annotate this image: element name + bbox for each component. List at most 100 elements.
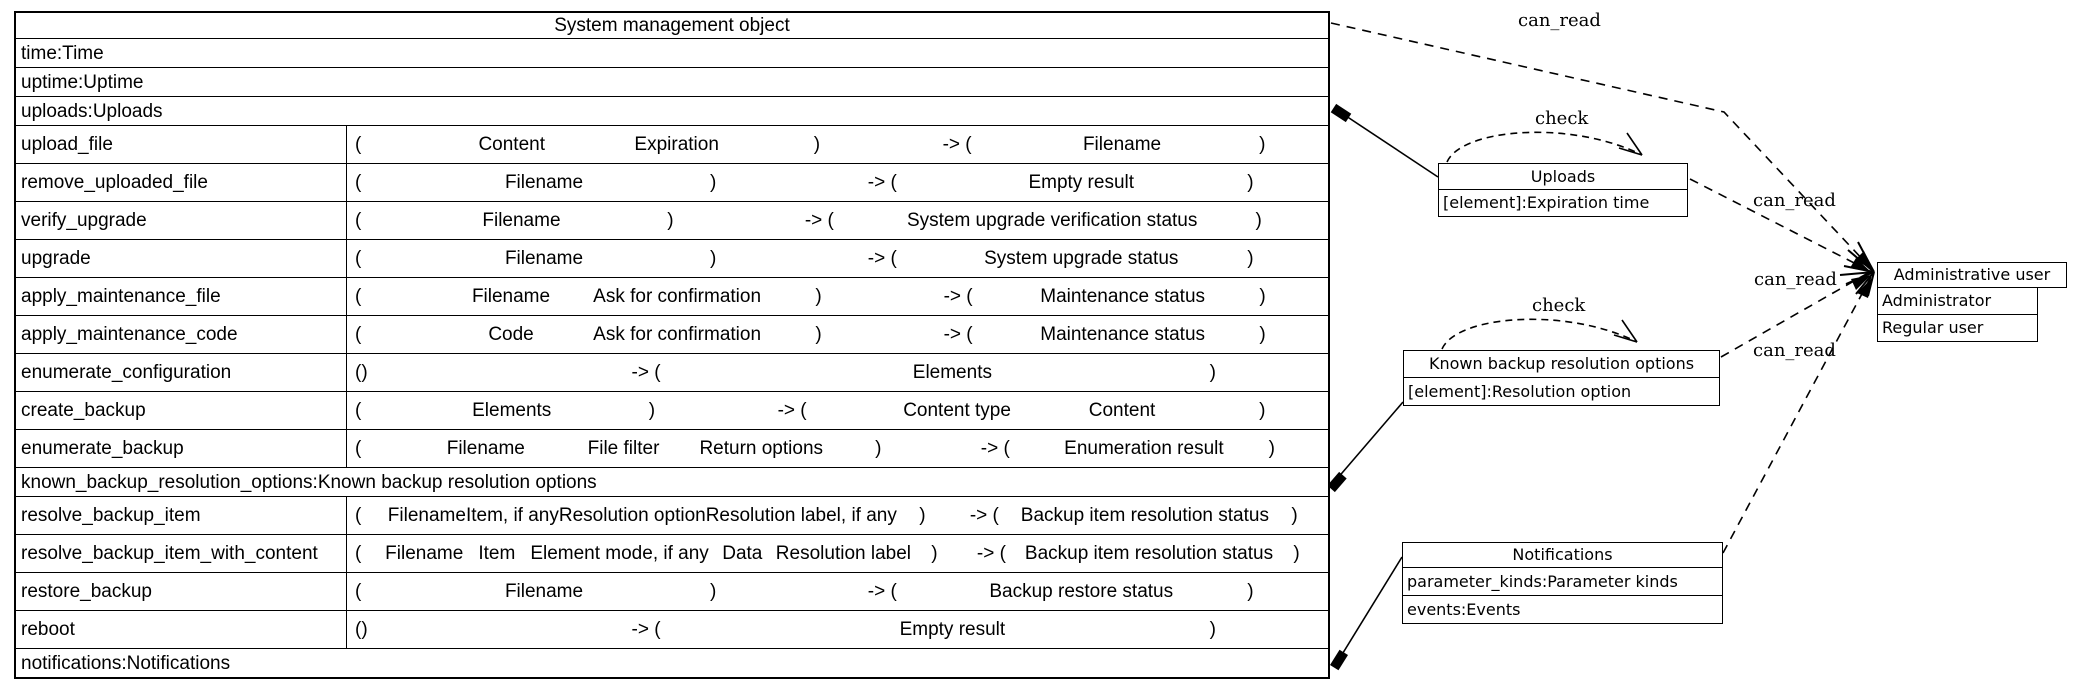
method-name: upgrade (16, 240, 347, 277)
row-time: time:Time (16, 38, 1328, 67)
row-remove_uploaded_file: remove_uploaded_file(Filename)-> (Empty … (16, 163, 1328, 201)
sig-token: ) (1247, 172, 1254, 193)
system-management-table: System management object time:Time uptime… (14, 11, 1330, 679)
sig-token: ( (355, 438, 362, 459)
method-name: enumerate_configuration (16, 354, 347, 391)
sig-token: ) (709, 172, 717, 193)
row-uptime: uptime:Uptime (16, 67, 1328, 96)
method-name: apply_maintenance_code (16, 316, 347, 353)
sig-token: Element mode, if any (530, 543, 709, 564)
sig-token: ( (355, 248, 362, 269)
sig-token: ) (1209, 362, 1216, 383)
edge-uploads-solid (1339, 111, 1439, 178)
sig-token: ) (1247, 248, 1254, 269)
sig-token: Filename (1082, 134, 1162, 155)
method-name: restore_backup (16, 573, 347, 610)
sig-token: Backup item resolution status (1024, 543, 1274, 564)
administrative-user-box-title: Administrative user (1877, 262, 2067, 288)
sig-token: Filename (504, 172, 584, 193)
sig-token: Filename (504, 248, 584, 269)
sig-token: ) (667, 210, 674, 231)
sig-token: -> ( (943, 286, 973, 307)
sig-token: System upgrade verification status (906, 210, 1198, 231)
sig-token: ( (355, 324, 362, 345)
sig-token: Code (488, 324, 534, 345)
sig-token: -> ( (867, 581, 897, 602)
edge-can-read-uploads (1689, 178, 1865, 269)
sig-token: ) (1268, 438, 1275, 459)
sig-token: Data (722, 543, 763, 564)
sig-token: -> ( (943, 324, 973, 345)
row-restore_backup: restore_backup(Filename)-> (Backup resto… (16, 572, 1328, 610)
edge-label-can-read-known-backup: can_read (1754, 269, 1837, 290)
method-name: resolve_backup_item (16, 497, 347, 534)
sig-token: ) (815, 324, 822, 345)
known-backup-resolution-options-box-title: Known backup resolution options (1403, 350, 1720, 378)
sig-token: Filename (482, 210, 561, 231)
sig-token: -> ( (867, 172, 897, 193)
sig-token: Empty result (1028, 172, 1135, 193)
method-signature: (Filename)-> (Backup restore status) (347, 582, 1328, 601)
sig-token: Resolution label, if any (705, 505, 897, 526)
sig-token: Filename (504, 581, 584, 602)
row-uploads: uploads:Uploads (16, 96, 1328, 125)
sig-token: ) (1259, 286, 1266, 307)
row-known_backup_resolution_options: known_backup_resolution_options:Known ba… (16, 467, 1328, 496)
edge-known-backup-solid (1335, 401, 1404, 481)
table-title: System management object (554, 15, 790, 36)
edge-check-known-backup-loop (1441, 318, 1638, 350)
sig-token: Content (1088, 400, 1156, 421)
sig-token: ) (1259, 134, 1266, 155)
attribute-text: notifications:Notifications (21, 652, 231, 674)
sig-token: ) (1209, 619, 1216, 640)
sig-token: ( (355, 505, 362, 526)
sig-token: Filename (446, 438, 525, 459)
edge-notifications-solid (1337, 556, 1403, 662)
sig-token: ) (919, 505, 926, 526)
sig-token: -> ( (631, 619, 661, 640)
sig-token: Filename (385, 543, 464, 564)
sig-token: Item (478, 543, 516, 564)
attribute-text: time:Time (21, 42, 104, 64)
sig-token: -> ( (976, 543, 1006, 564)
known-backup-resolution-options-box-row: [element]:Resolution option (1403, 377, 1720, 406)
sig-token: ( (355, 172, 362, 193)
row-upgrade: upgrade(Filename)-> (System upgrade stat… (16, 239, 1328, 277)
sig-token: Filename (387, 505, 466, 526)
method-signature: ()-> (Elements) (347, 363, 1328, 382)
row-reboot: reboot()-> (Empty result) (16, 610, 1328, 648)
method-signature: (Filename)-> (System upgrade status) (347, 249, 1328, 268)
sig-token: Item, if any (465, 505, 559, 526)
sig-token: Elements (912, 362, 992, 383)
sig-token: Ask for confirmation (593, 324, 762, 345)
edge-can-read-known-backup (1720, 272, 1869, 358)
method-name: upload_file (16, 126, 347, 163)
sig-token: -> ( (942, 134, 972, 155)
notifications-box-row: parameter_kinds:Parameter kinds (1402, 567, 1723, 596)
method-name: resolve_backup_item_with_content (16, 535, 347, 572)
sig-token: ) (1293, 543, 1300, 564)
edge-can-read-notifications (1722, 276, 1872, 554)
sig-token: -> ( (777, 400, 807, 421)
sig-token: Backup restore status (989, 581, 1174, 602)
sig-token: Return options (699, 438, 824, 459)
edge-check-uploads-loop (1446, 131, 1643, 163)
sig-token: ( (355, 286, 362, 307)
sig-token: Elements (472, 400, 552, 421)
sig-token: ) (815, 286, 822, 307)
sig-token: ( (355, 543, 362, 564)
row-verify_upgrade: verify_upgrade(Filename)-> (System upgra… (16, 201, 1328, 239)
sig-token: Maintenance status (1040, 286, 1206, 307)
method-name: apply_maintenance_file (16, 278, 347, 315)
sig-token: Resolution label (775, 543, 911, 564)
method-signature: ( Filename) -> ( Empty result) (347, 173, 1328, 192)
